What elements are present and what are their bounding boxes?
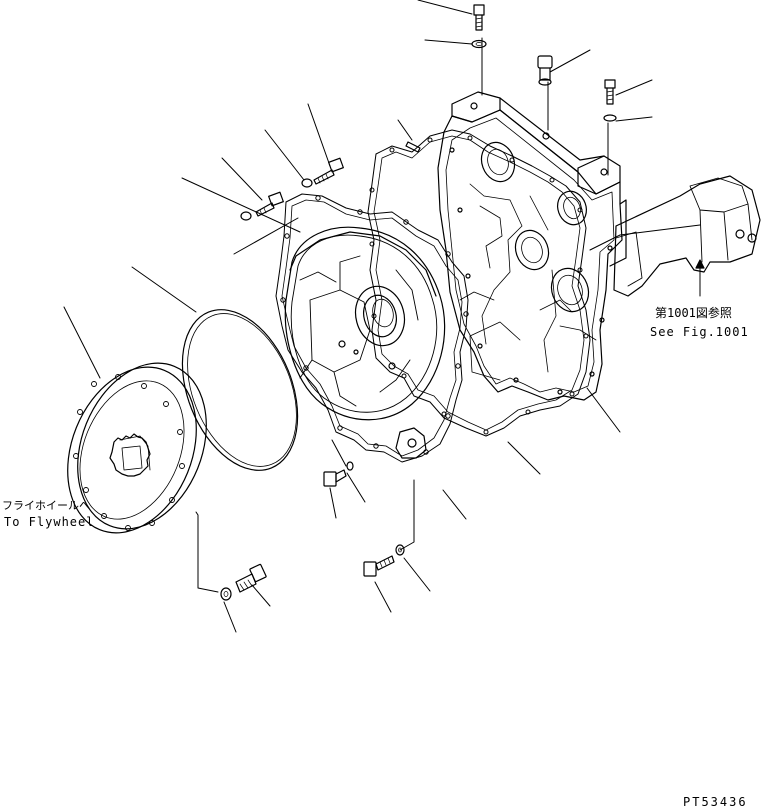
alignment-lines [195,37,701,593]
leader-lines [63,0,653,633]
washer-upper-b [240,211,252,221]
washer-bottom [220,587,232,601]
bolt-lower-mid [323,469,347,487]
o-ring [181,309,299,471]
washer-lower [395,544,405,556]
bolt-top [473,4,485,31]
washer-top [471,39,487,49]
bolt-bottom [235,563,267,593]
bolt-lower [363,555,395,577]
disc-bolt-holes [73,374,185,531]
bolt-upper-b [255,191,284,217]
drawing-code: PT53436 [683,795,748,809]
rear-gasket [367,129,591,437]
gear-case-housing [437,91,627,401]
small-cover-plate [395,427,427,459]
bolt-right [604,79,616,105]
to-flywheel-label-jp: フライホイールへ [2,499,90,512]
figure-reference-label-en: See Fig.1001 [650,325,749,339]
washer-lower-mid [346,461,354,471]
dowel-pin [405,141,421,153]
coupling-disc [67,362,207,534]
front-gasket [275,193,469,463]
washer-upper-a [301,178,313,188]
bolt-upper-a [313,157,344,185]
mounting-bracket [613,175,761,297]
washer-right [603,114,617,122]
to-flywheel-label-en: To Flywheel [4,515,95,529]
spline-hub [109,433,151,477]
figure-reference-label-jp: 第1001図参照 [655,306,732,320]
plug-sensor [537,55,553,86]
front-cover [284,226,446,421]
